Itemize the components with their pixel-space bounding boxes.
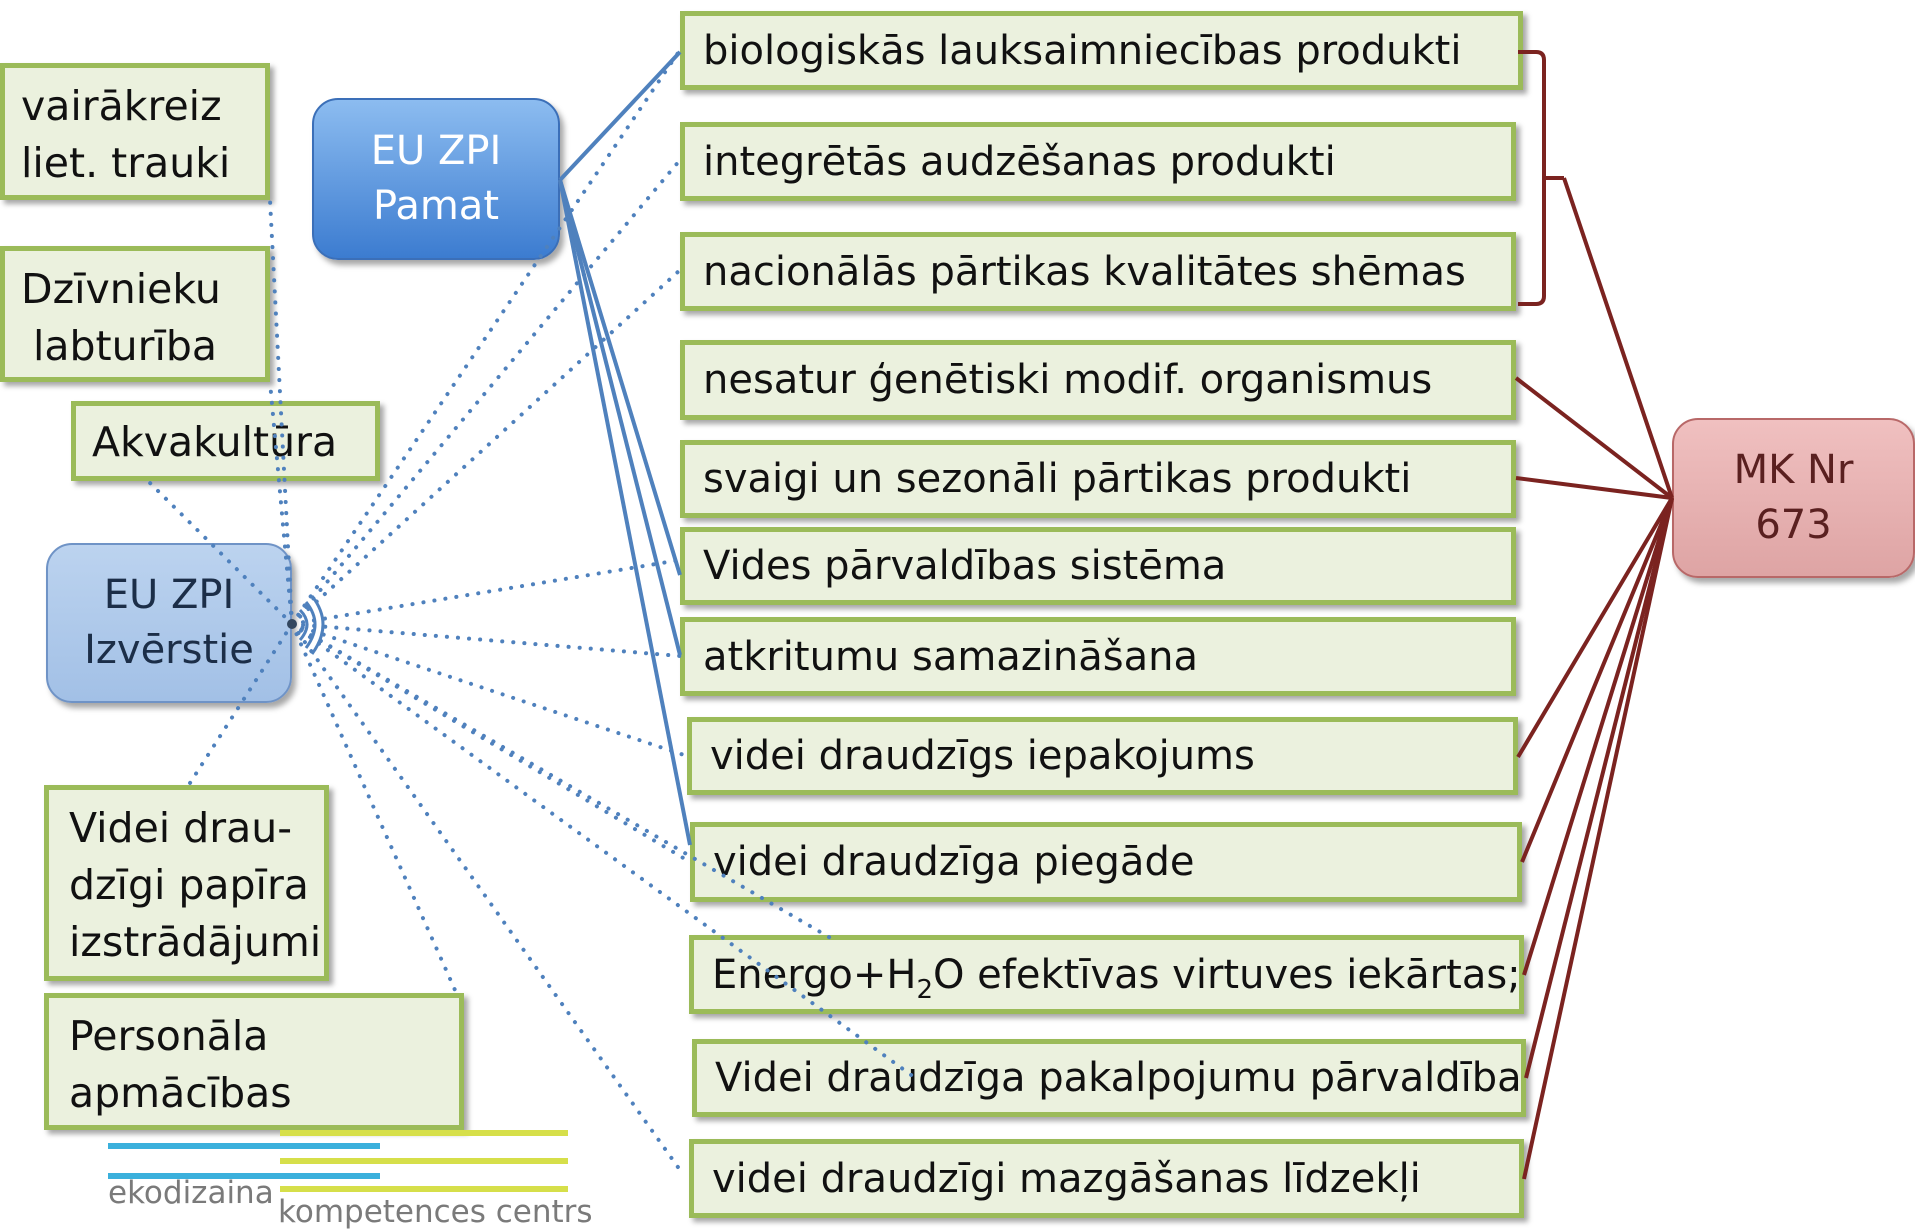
criterion-label: Energo+H2O efektīvas virtuves iekārtas; xyxy=(712,951,1521,1005)
solid-connector xyxy=(558,179,692,846)
criterion-box: videi draudzīga piegāde xyxy=(690,822,1522,902)
box-line: Videi drau- xyxy=(69,804,292,852)
criterion-box: nacionālās pārtikas kvalitātes shēmas xyxy=(680,232,1516,311)
dotted-connector xyxy=(290,622,692,864)
criterion-box: Vides pārvaldības sistēma xyxy=(680,527,1516,605)
left-box-papirs: Videi drau- dzīgi papīra izstrādājumi xyxy=(44,785,329,981)
criterion-box: videi draudzīgs iepakojums xyxy=(687,717,1518,795)
criterion-label: Vides pārvaldības sistēma xyxy=(703,543,1227,589)
left-box-personals: Personāla apmācības xyxy=(44,993,464,1130)
criterion-label: svaigi un sezonāli pārtikas produkti xyxy=(703,456,1412,502)
mk-connector xyxy=(1562,177,1674,499)
mk-connector xyxy=(1522,497,1674,1180)
box-line: Akvakultūra xyxy=(92,418,338,466)
criterion-label: integrētās audzēšanas produkti xyxy=(703,138,1336,185)
solid-connector xyxy=(558,50,682,182)
box-line: labturība xyxy=(33,322,217,370)
node-line: MK Nr xyxy=(1733,447,1854,493)
criterion-box: biologiskās lauksaimniecības produkti xyxy=(680,11,1523,90)
logo-word-ekodizaina: ekodizaina xyxy=(108,1175,274,1211)
node-line: 673 xyxy=(1755,502,1832,548)
logo-word-kompetences: kompetences centrs xyxy=(278,1194,593,1230)
hub-arc xyxy=(310,595,325,655)
criterion-box: atkritumu samazināšana xyxy=(680,617,1516,696)
node-line: EU ZPI xyxy=(103,572,235,618)
criterion-box: nesatur ģenētiski modif. organismus xyxy=(680,340,1516,420)
logo-bar-yellow xyxy=(280,1130,568,1136)
logo-bar-yellow xyxy=(280,1186,568,1192)
solid-connector xyxy=(558,179,682,576)
box-line: izstrādājumi xyxy=(69,918,322,966)
logo-bar-yellow xyxy=(280,1158,568,1164)
criterion-label: videi draudzīgs iepakojums xyxy=(710,733,1255,779)
mk-connector xyxy=(1516,496,1674,759)
left-box-akva: Akvakultūra xyxy=(71,401,380,481)
criterion-label: videi draudzīga piegāde xyxy=(713,839,1195,885)
left-box-trauki: vairākreiz liet. trauki xyxy=(0,63,270,200)
box-line: vairākreiz xyxy=(21,82,222,130)
node-eu-zpi-izverstie: EU ZPI Izvērstie xyxy=(46,543,292,703)
node-line: Pamat xyxy=(373,183,499,229)
box-line: Dzīvnieku xyxy=(21,265,221,313)
hub-arc xyxy=(298,608,309,641)
criterion-box: Videi draudzīga pakalpojumu pārvaldība xyxy=(692,1039,1526,1117)
box-line: Personāla xyxy=(69,1012,269,1060)
mk-connector xyxy=(1524,497,1674,1079)
node-line: EU ZPI xyxy=(370,128,502,174)
logo-bar-blue xyxy=(108,1143,380,1149)
solid-connector xyxy=(558,179,682,656)
node-line: Izvērstie xyxy=(84,627,254,673)
dotted-connector xyxy=(290,558,682,626)
box-line: liet. trauki xyxy=(21,139,231,187)
criterion-box: videi draudzīgi mazgāšanas līdzekļi xyxy=(689,1139,1524,1218)
box-line: apmācības xyxy=(69,1069,292,1117)
dotted-connector xyxy=(290,622,689,758)
mk-connector xyxy=(1515,476,1673,500)
criterion-box: svaigi un sezonāli pārtikas produkti xyxy=(680,440,1516,518)
node-eu-zpi-pamat: EU ZPI Pamat xyxy=(312,98,560,260)
dotted-connector xyxy=(290,622,682,658)
node-mk-nr-673: MK Nr 673 xyxy=(1672,418,1915,578)
criterion-label: Videi draudzīga pakalpojumu pārvaldība xyxy=(715,1055,1522,1101)
hub-arc xyxy=(304,601,317,649)
criterion-label: nacionālās pārtikas kvalitātes shēmas xyxy=(703,248,1466,295)
criterion-box: integrētās audzēšanas produkti xyxy=(680,122,1516,201)
criterion-label: nesatur ģenētiski modif. organismus xyxy=(703,357,1433,403)
left-box-dzivnieku: Dzīvnieku labturība xyxy=(0,246,270,382)
criterion-label: biologiskās lauksaimniecības produkti xyxy=(703,27,1462,74)
mk-connector xyxy=(1522,497,1674,976)
box-line: dzīgi papīra xyxy=(69,861,309,909)
mk-connector xyxy=(1514,376,1674,500)
criterion-label: atkritumu samazināšana xyxy=(703,633,1198,680)
logo-bar-blue xyxy=(108,1173,380,1179)
mk-connector xyxy=(1520,497,1674,863)
criterion-label: videi draudzīgi mazgāšanas līdzekļi xyxy=(712,1155,1421,1202)
criterion-box: Energo+H2O efektīvas virtuves iekārtas; xyxy=(689,935,1524,1014)
